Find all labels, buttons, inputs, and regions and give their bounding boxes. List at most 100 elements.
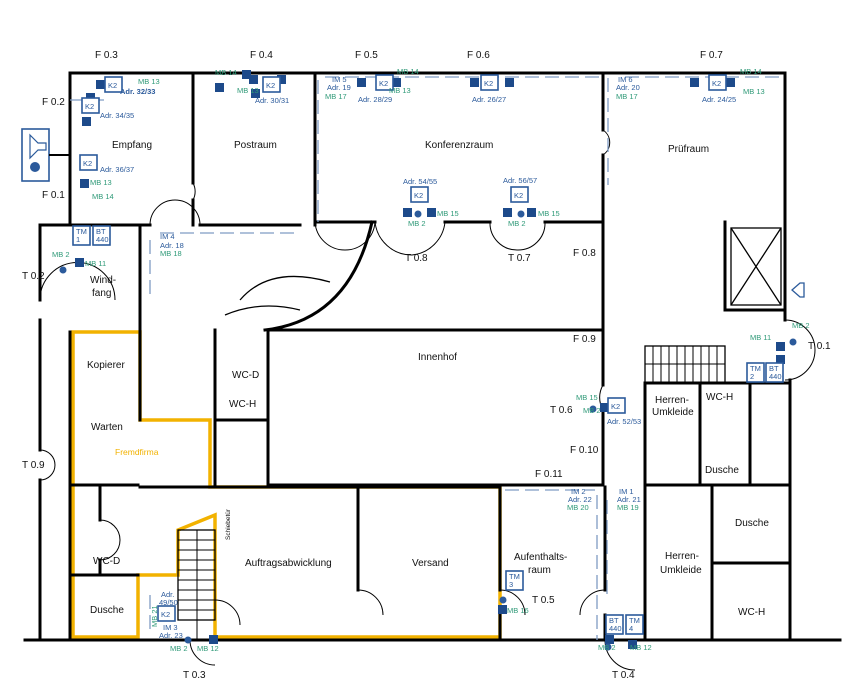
smoke-detector-icon bbox=[600, 403, 609, 412]
opening-label: T 0.7 bbox=[508, 253, 531, 264]
room-label: Dusche bbox=[705, 465, 739, 476]
manual-call-point-icon bbox=[410, 186, 429, 203]
smoke-detector-icon bbox=[690, 78, 699, 87]
control-panel-icon bbox=[72, 225, 91, 246]
smoke-detector-icon bbox=[251, 89, 260, 98]
mb-label: MB 13 bbox=[138, 77, 160, 86]
room-label: WC-D bbox=[232, 370, 259, 381]
panel-label: TM bbox=[76, 227, 87, 236]
elevator-icon bbox=[730, 227, 782, 306]
mb-label: MB 2 bbox=[792, 321, 810, 330]
sliding-door-label: Schiebetür bbox=[225, 508, 232, 540]
mb-label: MB 20 bbox=[567, 503, 589, 512]
device-address-label: Adr. 24/25 bbox=[702, 95, 736, 104]
opening-label: T 0.3 bbox=[183, 670, 206, 681]
mb-label: MB 13 bbox=[90, 178, 112, 187]
door-swings bbox=[39, 129, 816, 671]
mb-label: MB 14 bbox=[397, 67, 419, 76]
control-panel-icon bbox=[505, 570, 524, 591]
room-label: Warten bbox=[91, 422, 123, 433]
heat-detector-icon bbox=[59, 266, 67, 274]
manual-call-point-icon bbox=[375, 74, 394, 91]
panel-value: 440 bbox=[769, 372, 782, 381]
mb-label: MB 18 bbox=[160, 249, 182, 258]
device-address-label: Adr. 54/55 bbox=[403, 177, 437, 186]
device-address-label: Adr. 32/33 bbox=[120, 87, 155, 96]
smoke-detector-icon bbox=[357, 78, 366, 87]
mb-label: MB 13 bbox=[743, 87, 765, 96]
smoke-detector-icon bbox=[277, 75, 286, 84]
smoke-detector-icon bbox=[470, 78, 479, 87]
mb-label: MB 17 bbox=[616, 92, 638, 101]
k2-label: K2 bbox=[379, 79, 388, 88]
heat-detector-icon bbox=[184, 636, 192, 644]
k2-label: K2 bbox=[108, 81, 117, 90]
room-label: WC-H bbox=[706, 392, 733, 403]
device-address-label: Adr. 21 bbox=[617, 495, 641, 504]
mb-label: MB 21 bbox=[150, 605, 159, 627]
room-label: Umkleide bbox=[652, 407, 694, 418]
mb-label: MB 12 bbox=[630, 643, 652, 652]
smoke-detector-icon bbox=[505, 78, 514, 87]
mb-label: MB 15 bbox=[538, 209, 560, 218]
room-label: Kopierer bbox=[87, 360, 125, 371]
device-address-label: Adr. 28/29 bbox=[358, 95, 392, 104]
panel-value: 440 bbox=[609, 624, 622, 633]
siren-icon bbox=[21, 128, 50, 182]
opening-label: F 0.9 bbox=[573, 334, 596, 345]
smoke-detector-icon bbox=[605, 635, 614, 644]
smoke-detector-icon bbox=[215, 83, 224, 92]
mb-label: MB 13 bbox=[237, 86, 259, 95]
smoke-detector-icon bbox=[776, 342, 785, 351]
panel-label: BT bbox=[609, 616, 619, 625]
heat-detector-icon bbox=[589, 405, 597, 413]
k2-label: K2 bbox=[414, 191, 423, 200]
opening-label: F 0.5 bbox=[355, 50, 378, 61]
panel-label: TM bbox=[509, 572, 520, 581]
room-label: WC-H bbox=[229, 399, 256, 410]
device-address-label: Adr. 18 bbox=[160, 241, 184, 250]
device-address-label: Adr. bbox=[161, 590, 174, 599]
device-address-label: IM 5 bbox=[332, 75, 347, 84]
smoke-detector-icon bbox=[503, 208, 512, 217]
opening-label: T 0.9 bbox=[22, 460, 45, 471]
smoke-detector-icon bbox=[628, 640, 637, 649]
k2-label: K2 bbox=[514, 191, 523, 200]
control-panel-icon bbox=[605, 614, 624, 635]
manual-call-point-icon bbox=[81, 97, 100, 114]
k2-label: K2 bbox=[484, 79, 493, 88]
smoke-detector-icon bbox=[249, 75, 258, 84]
mb-label: MB 2 bbox=[170, 644, 188, 653]
k2-label: K2 bbox=[712, 79, 721, 88]
panel-value: 3 bbox=[509, 580, 513, 589]
mb-label: MB 14 bbox=[92, 192, 114, 201]
panel-label: BT bbox=[769, 364, 779, 373]
mb-label: MB 13 bbox=[389, 86, 411, 95]
opening-label: F 0.2 bbox=[42, 97, 65, 108]
smoke-detector-icon bbox=[498, 605, 507, 614]
mb-label: MB 2 bbox=[508, 219, 526, 228]
opening-label: T 0.8 bbox=[405, 253, 428, 264]
heat-detector-icon bbox=[604, 643, 612, 651]
opening-label: F 0.11 bbox=[535, 469, 563, 480]
smoke-detector-icon bbox=[242, 70, 251, 79]
room-label: Auftragsabwicklung bbox=[245, 558, 332, 569]
smoke-detector-icon bbox=[403, 208, 412, 217]
room-label: Innenhof bbox=[418, 352, 457, 363]
manual-call-point-icon bbox=[510, 186, 529, 203]
opening-label: F 0.4 bbox=[250, 50, 273, 61]
opening-label: F 0.6 bbox=[467, 50, 490, 61]
k2-label: K2 bbox=[85, 102, 94, 111]
smoke-detector-icon bbox=[75, 258, 84, 267]
mb-label: MB 12 bbox=[197, 644, 219, 653]
smoke-detector-icon bbox=[776, 355, 785, 364]
device-address-label: Adr. 30/31 bbox=[255, 96, 289, 105]
device-address-label: IM 6 bbox=[618, 75, 633, 84]
manual-call-point-icon bbox=[480, 74, 499, 91]
mb-label: MB 14 bbox=[215, 68, 237, 77]
panel-label: TM bbox=[629, 616, 640, 625]
opening-label: F 0.10 bbox=[570, 445, 599, 456]
opening-label: T 0.1 bbox=[808, 341, 831, 352]
staircase-icon bbox=[177, 220, 726, 640]
